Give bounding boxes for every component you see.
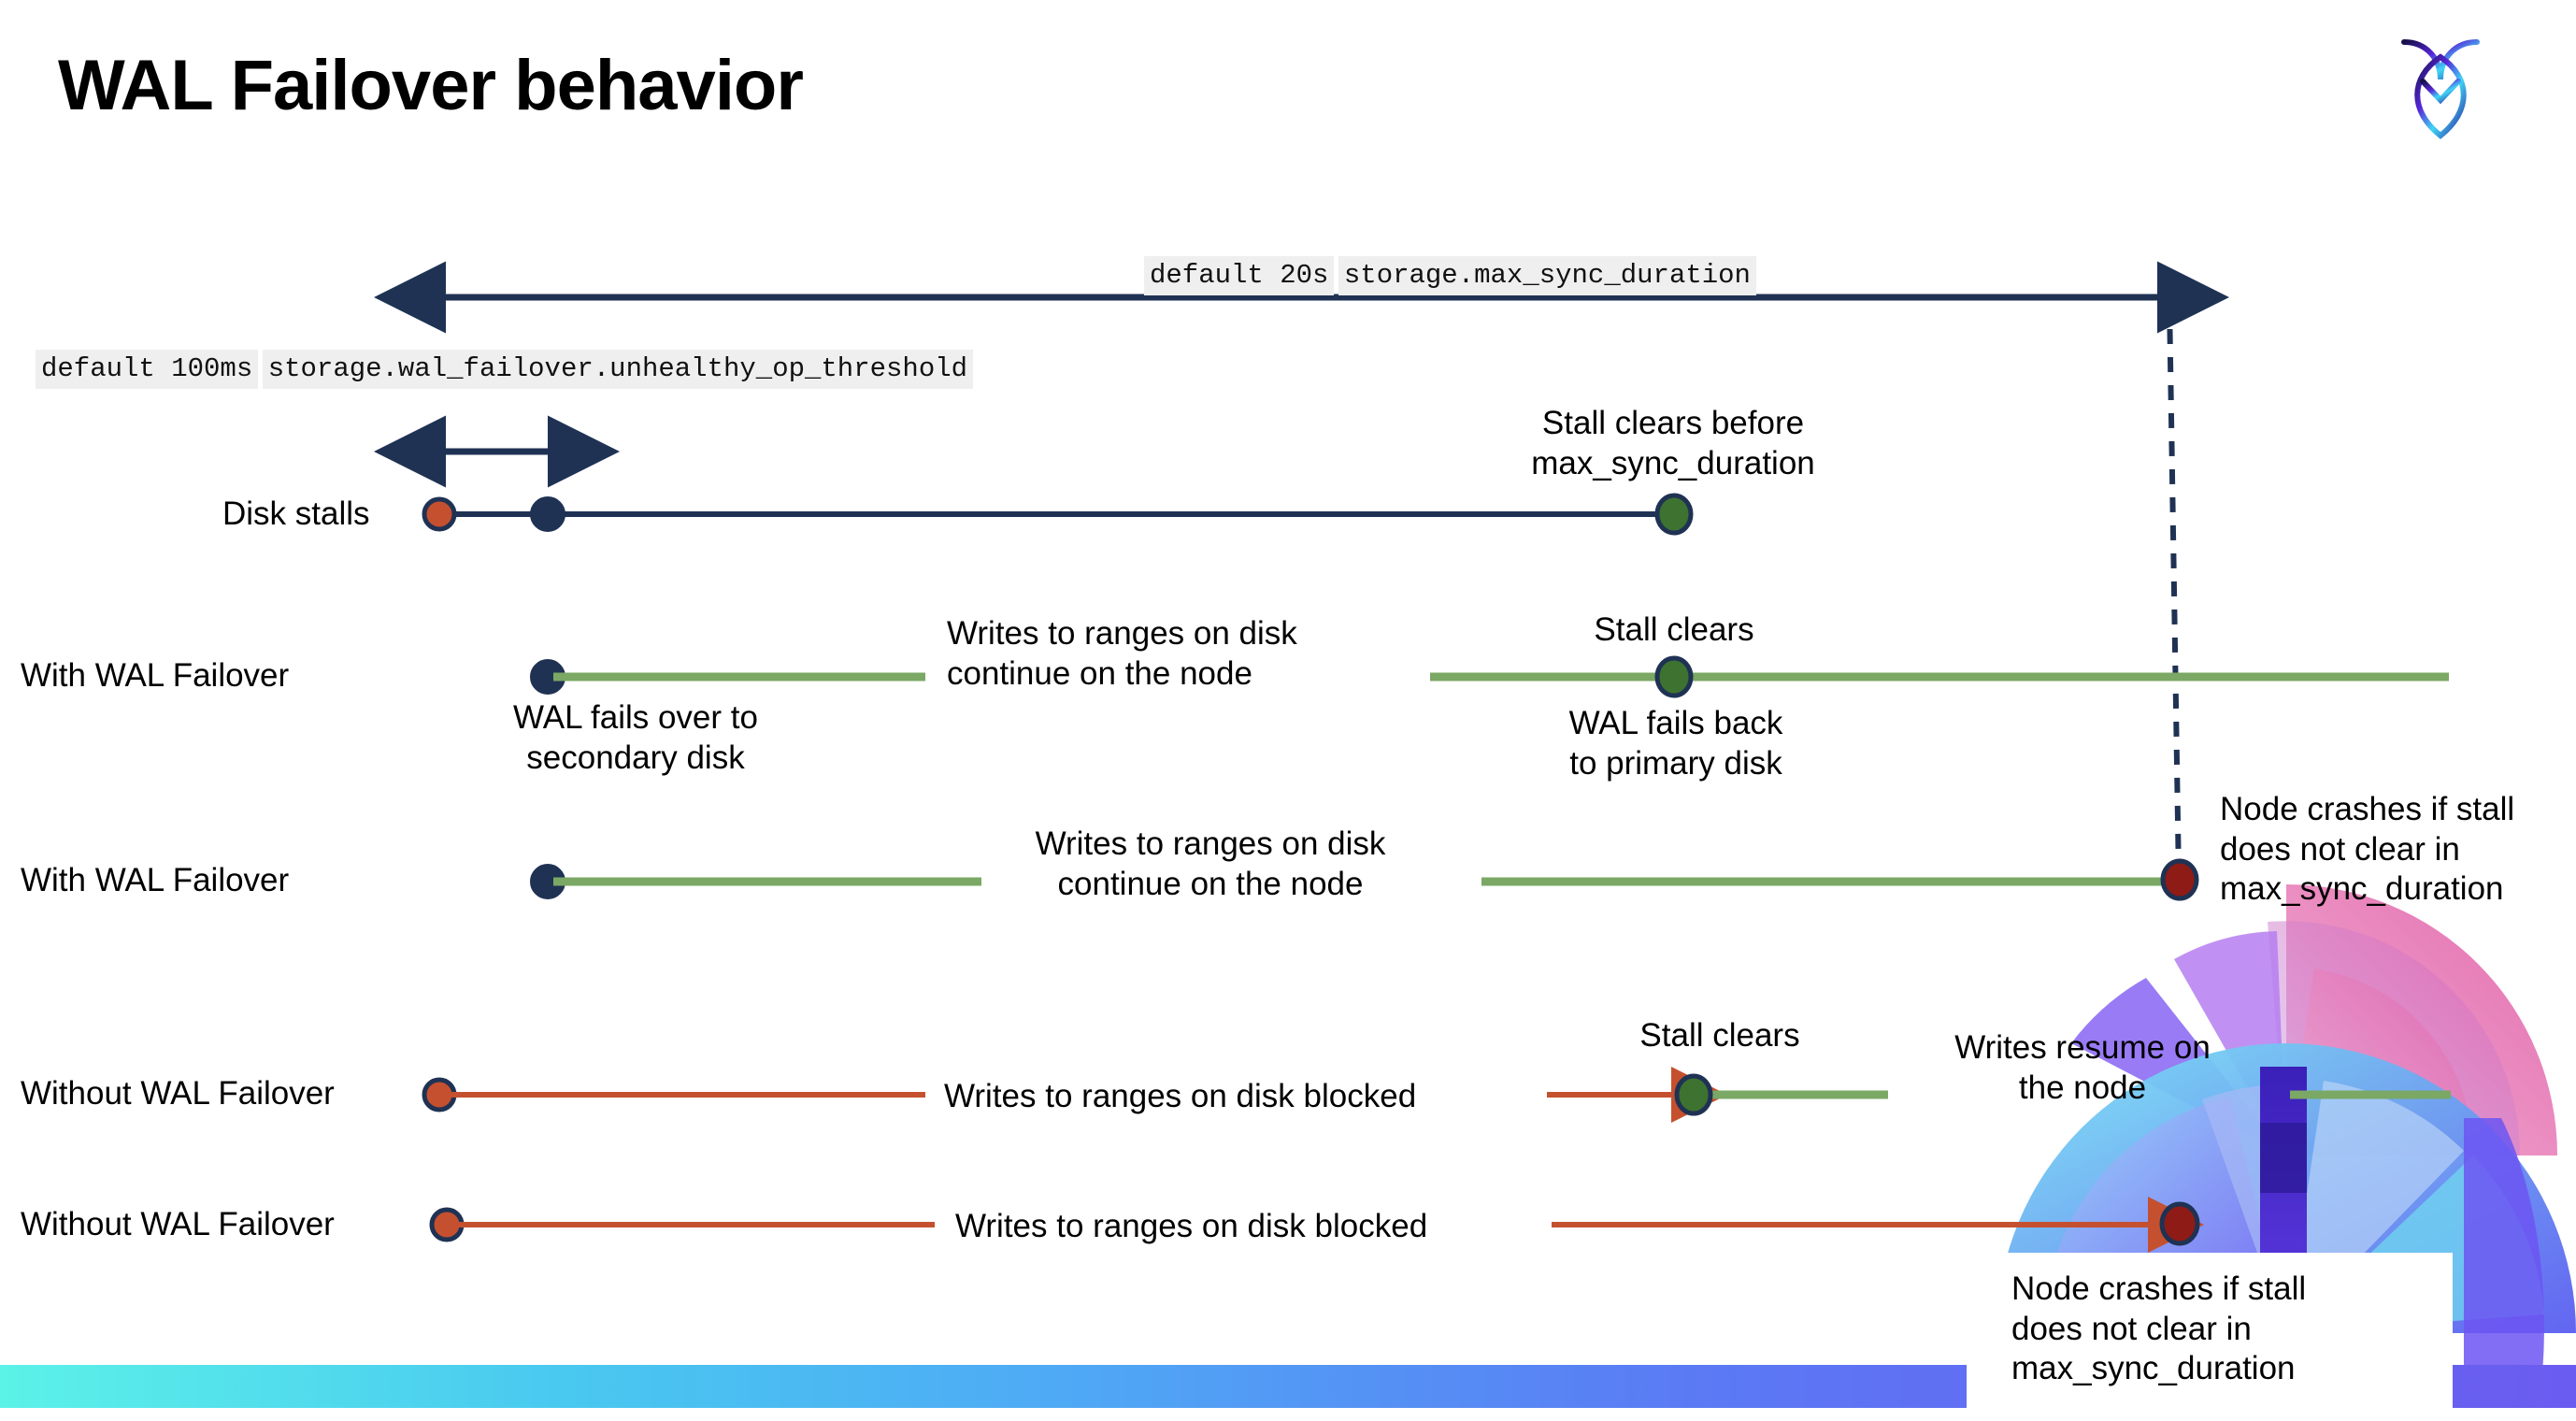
row-label-disk-stalls: Disk stalls <box>222 495 370 532</box>
row-label-without-wal-failover-1: Without WAL Failover <box>21 1075 335 1112</box>
max-sync-duration-dashed-line <box>2167 300 2182 880</box>
note-node-crashes-row5: Node crashes if stall does not clear in … <box>2011 1270 2307 1387</box>
disk-stalls-clear-dot <box>1654 493 1694 536</box>
note-node-crashes-row3: Node crashes if stall does not clear in … <box>2220 791 2515 908</box>
cockroachdb-logo <box>2389 23 2492 145</box>
note-writes-blocked-row4: Writes to ranges on disk blocked <box>944 1078 1417 1114</box>
decorative-fan-graphic <box>1978 884 2576 1408</box>
note-writes-continue-row3: Writes to ranges on disk continue on the… <box>1035 825 1386 902</box>
note-wal-fails-back-primary: WAL fails back to primary disk <box>1568 705 1783 782</box>
note-writes-blocked-row5: Writes to ranges on disk blocked <box>955 1208 1428 1244</box>
note-writes-continue-row2: Writes to ranges on disk continue on the… <box>947 615 1297 692</box>
unhealthy-threshold-annotation: default 100ms storage.wal_failover.unhea… <box>36 350 974 390</box>
row2-stall-clears-dot <box>1654 655 1694 698</box>
page-title: WAL Failover behavior <box>58 46 804 125</box>
max-sync-duration-annotation: default 20s storage.max_sync_duration <box>1144 256 1756 296</box>
row4-stall-clears-dot <box>1674 1073 1713 1116</box>
row-label-with-wal-failover-2: With WAL Failover <box>21 862 290 898</box>
unhealthy-setting-chip: storage.wal_failover.unhealthy_op_thresh… <box>262 350 974 390</box>
node-crash-callout-box <box>1967 1253 2453 1421</box>
row-label-without-wal-failover-2: Without WAL Failover <box>21 1206 335 1242</box>
note-stall-clears-before-max-sync: Stall clears before max_sync_duration <box>1531 405 1815 481</box>
note-wal-fails-over-secondary: WAL fails over to secondary disk <box>513 699 758 776</box>
row3-node-crash-dot <box>2160 858 2199 901</box>
row5-node-crash-dot <box>2159 1201 2200 1246</box>
disk-stalls-failover-dot <box>530 496 565 532</box>
note-stall-clears-row4: Stall clears <box>1639 1017 1800 1054</box>
disk-stalls-start-dot <box>422 496 457 532</box>
note-writes-resume-row4: Writes resume on the node <box>1954 1029 2211 1106</box>
unhealthy-default-chip: default 100ms <box>36 350 259 390</box>
note-stall-clears-row2: Stall clears <box>1594 611 1754 648</box>
max-sync-setting-chip: storage.max_sync_duration <box>1338 256 1756 296</box>
max-sync-default-chip: default 20s <box>1144 256 1335 296</box>
row-label-with-wal-failover-1: With WAL Failover <box>21 657 290 694</box>
